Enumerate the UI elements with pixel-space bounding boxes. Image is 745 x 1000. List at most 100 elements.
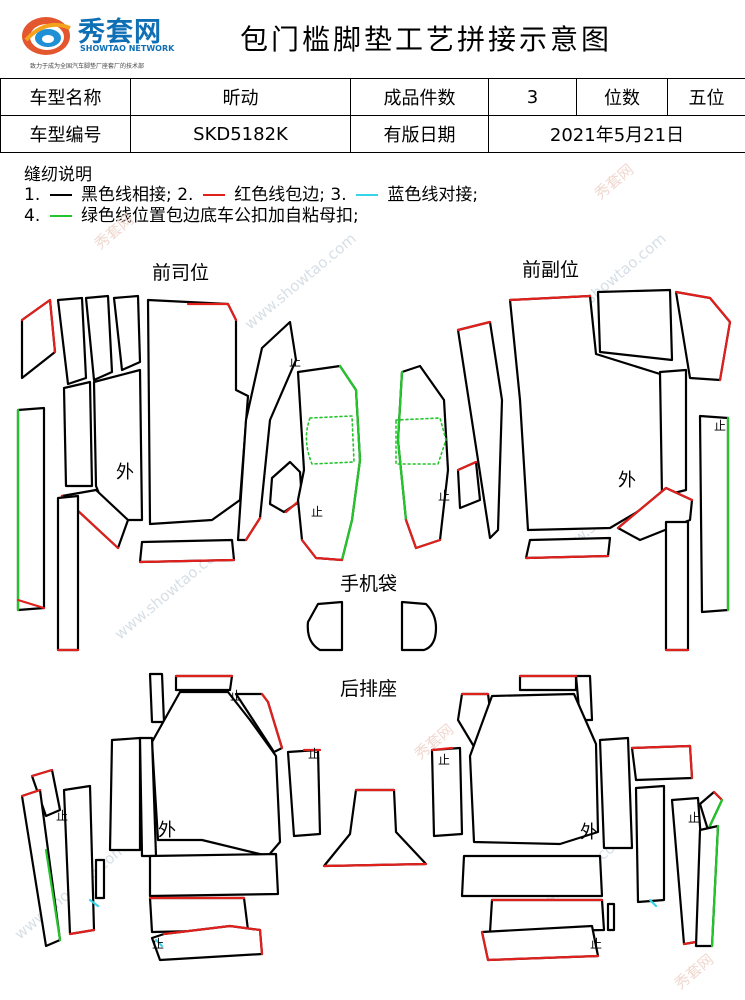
stop-mark: 止 (688, 811, 700, 825)
pattern-piece (322, 788, 428, 868)
cyan-butt-joint (88, 898, 658, 908)
version-date-label: 有版日期 (350, 115, 489, 153)
pattern-piece (148, 852, 280, 898)
red-binding-edge (430, 746, 454, 752)
pattern-piece (138, 736, 158, 858)
red-binding-edge (30, 768, 54, 778)
pattern-piece (268, 460, 304, 514)
cyan-butt-joint (154, 938, 164, 948)
red-binding-edge (712, 790, 724, 802)
pattern-piece (62, 380, 94, 488)
note-1-num: 1. (24, 185, 41, 205)
pattern-piece (606, 902, 616, 932)
logo-brand: 秀套网 (78, 17, 162, 48)
info-row-2: 车型编号 SKD5182K 有版日期 2021年5月21日 (0, 115, 745, 153)
logo-english: SHOWTAO NETWORK (80, 44, 175, 53)
red-binding-edge (138, 558, 236, 564)
black-line-swatch (49, 194, 72, 196)
pattern-piece (634, 784, 666, 904)
info-table: 车型名称 昕动 成品件数 3 位数 五位 车型编号 SKD5182K 有版日期 … (0, 78, 745, 153)
green-edge (44, 848, 62, 942)
outer-side-label: 外 (618, 470, 636, 491)
pattern-piece (148, 672, 166, 724)
green-line-swatch (49, 215, 72, 217)
note-3-num: 3. (330, 185, 347, 205)
pattern-piece (138, 538, 236, 564)
dotted-fastener-area (395, 417, 447, 465)
watermark-brand: 秀套网 (591, 160, 637, 203)
pattern-piece (94, 858, 106, 900)
red-binding-edge (16, 598, 46, 610)
stop-mark: 止 (152, 937, 164, 951)
red-binding-edge (300, 538, 344, 562)
pattern-piece (174, 674, 234, 692)
note-2-num: 2. (177, 185, 194, 205)
outer-side-label: 外 (158, 820, 176, 841)
cyan-line-swatch (356, 194, 379, 196)
info-row-1: 车型名称 昕动 成品件数 3 位数 五位 (0, 78, 745, 116)
green-edge (706, 798, 724, 832)
pattern-piece (518, 674, 578, 692)
stop-mark: 止 (438, 753, 450, 767)
notes-line-1: 1. 黑色线相接; 2. 红色线包边; 3. 蓝色线对接; (24, 180, 478, 205)
section-label-phone-pocket: 手机袋 (340, 573, 397, 595)
pieces-value: 3 (488, 78, 577, 116)
version-date-value: 2021年5月21日 (488, 115, 745, 153)
pattern-piece (480, 924, 600, 962)
red-binding-edge (616, 486, 694, 530)
phone-pocket-group (306, 600, 438, 652)
red-binding-edge (186, 302, 238, 322)
pattern-piece (56, 296, 88, 386)
stop-mark: 止 (289, 355, 301, 369)
red-line-swatch (202, 194, 225, 196)
pattern-piece (146, 298, 250, 526)
stop-mark: 止 (308, 747, 320, 761)
notes-line-2: 4. 绿色线位置包边底车公扣加自粘母扣; (24, 201, 359, 226)
green-edge (710, 824, 720, 948)
red-binding-edge (162, 924, 264, 956)
stop-mark: 止 (438, 489, 450, 503)
pieces-label: 成品件数 (350, 78, 489, 116)
pattern-piece (468, 692, 600, 846)
front-passenger-group (395, 288, 732, 652)
note-4-num: 4. (24, 206, 41, 226)
model-code-label: 车型编号 (0, 115, 131, 153)
stop-mark: 止 (230, 689, 242, 703)
pattern-piece (286, 748, 322, 838)
red-binding-edge (524, 554, 610, 560)
pattern-piece (596, 288, 674, 362)
red-binding-edge (630, 744, 694, 780)
pattern-piece (56, 494, 80, 652)
stop-mark: 止 (311, 505, 323, 519)
pattern-piece (400, 600, 438, 652)
watermark-brand: 秀套网 (671, 950, 717, 993)
model-name-label: 车型名称 (0, 78, 131, 116)
stop-mark: 止 (56, 809, 68, 823)
rear-right-group (88, 674, 724, 962)
seats-value: 五位 (667, 78, 745, 116)
red-binding-edge (508, 294, 592, 302)
notes-heading: 缝纫说明 (24, 165, 92, 185)
pattern-piece (598, 736, 634, 850)
section-label-front-passenger: 前副位 (522, 259, 579, 281)
section-label-front-driver: 前司位 (152, 262, 209, 284)
red-binding-edge (68, 928, 96, 936)
pattern-piece (664, 520, 690, 652)
green-edge (338, 364, 362, 562)
pattern-piece (658, 368, 688, 498)
note-1-text: 黑色线相接; (81, 185, 172, 205)
front-driver-group (16, 294, 362, 652)
pattern-piece (296, 364, 362, 562)
green-edge (396, 370, 408, 522)
note-2-text: 红色线包边; (234, 185, 325, 205)
rear-center-group (322, 788, 428, 868)
note-3-text: 蓝色线对接; (387, 185, 479, 205)
pattern-piece (150, 690, 282, 858)
section-label-rear-seat: 后排座 (340, 678, 397, 700)
red-binding-edge (322, 862, 428, 868)
note-4-text: 绿色线位置包边底车公扣加自粘母扣; (81, 206, 359, 226)
pattern-piece (698, 414, 730, 614)
outer-side-label: 外 (116, 462, 134, 483)
model-name-value: 昕动 (130, 78, 351, 116)
